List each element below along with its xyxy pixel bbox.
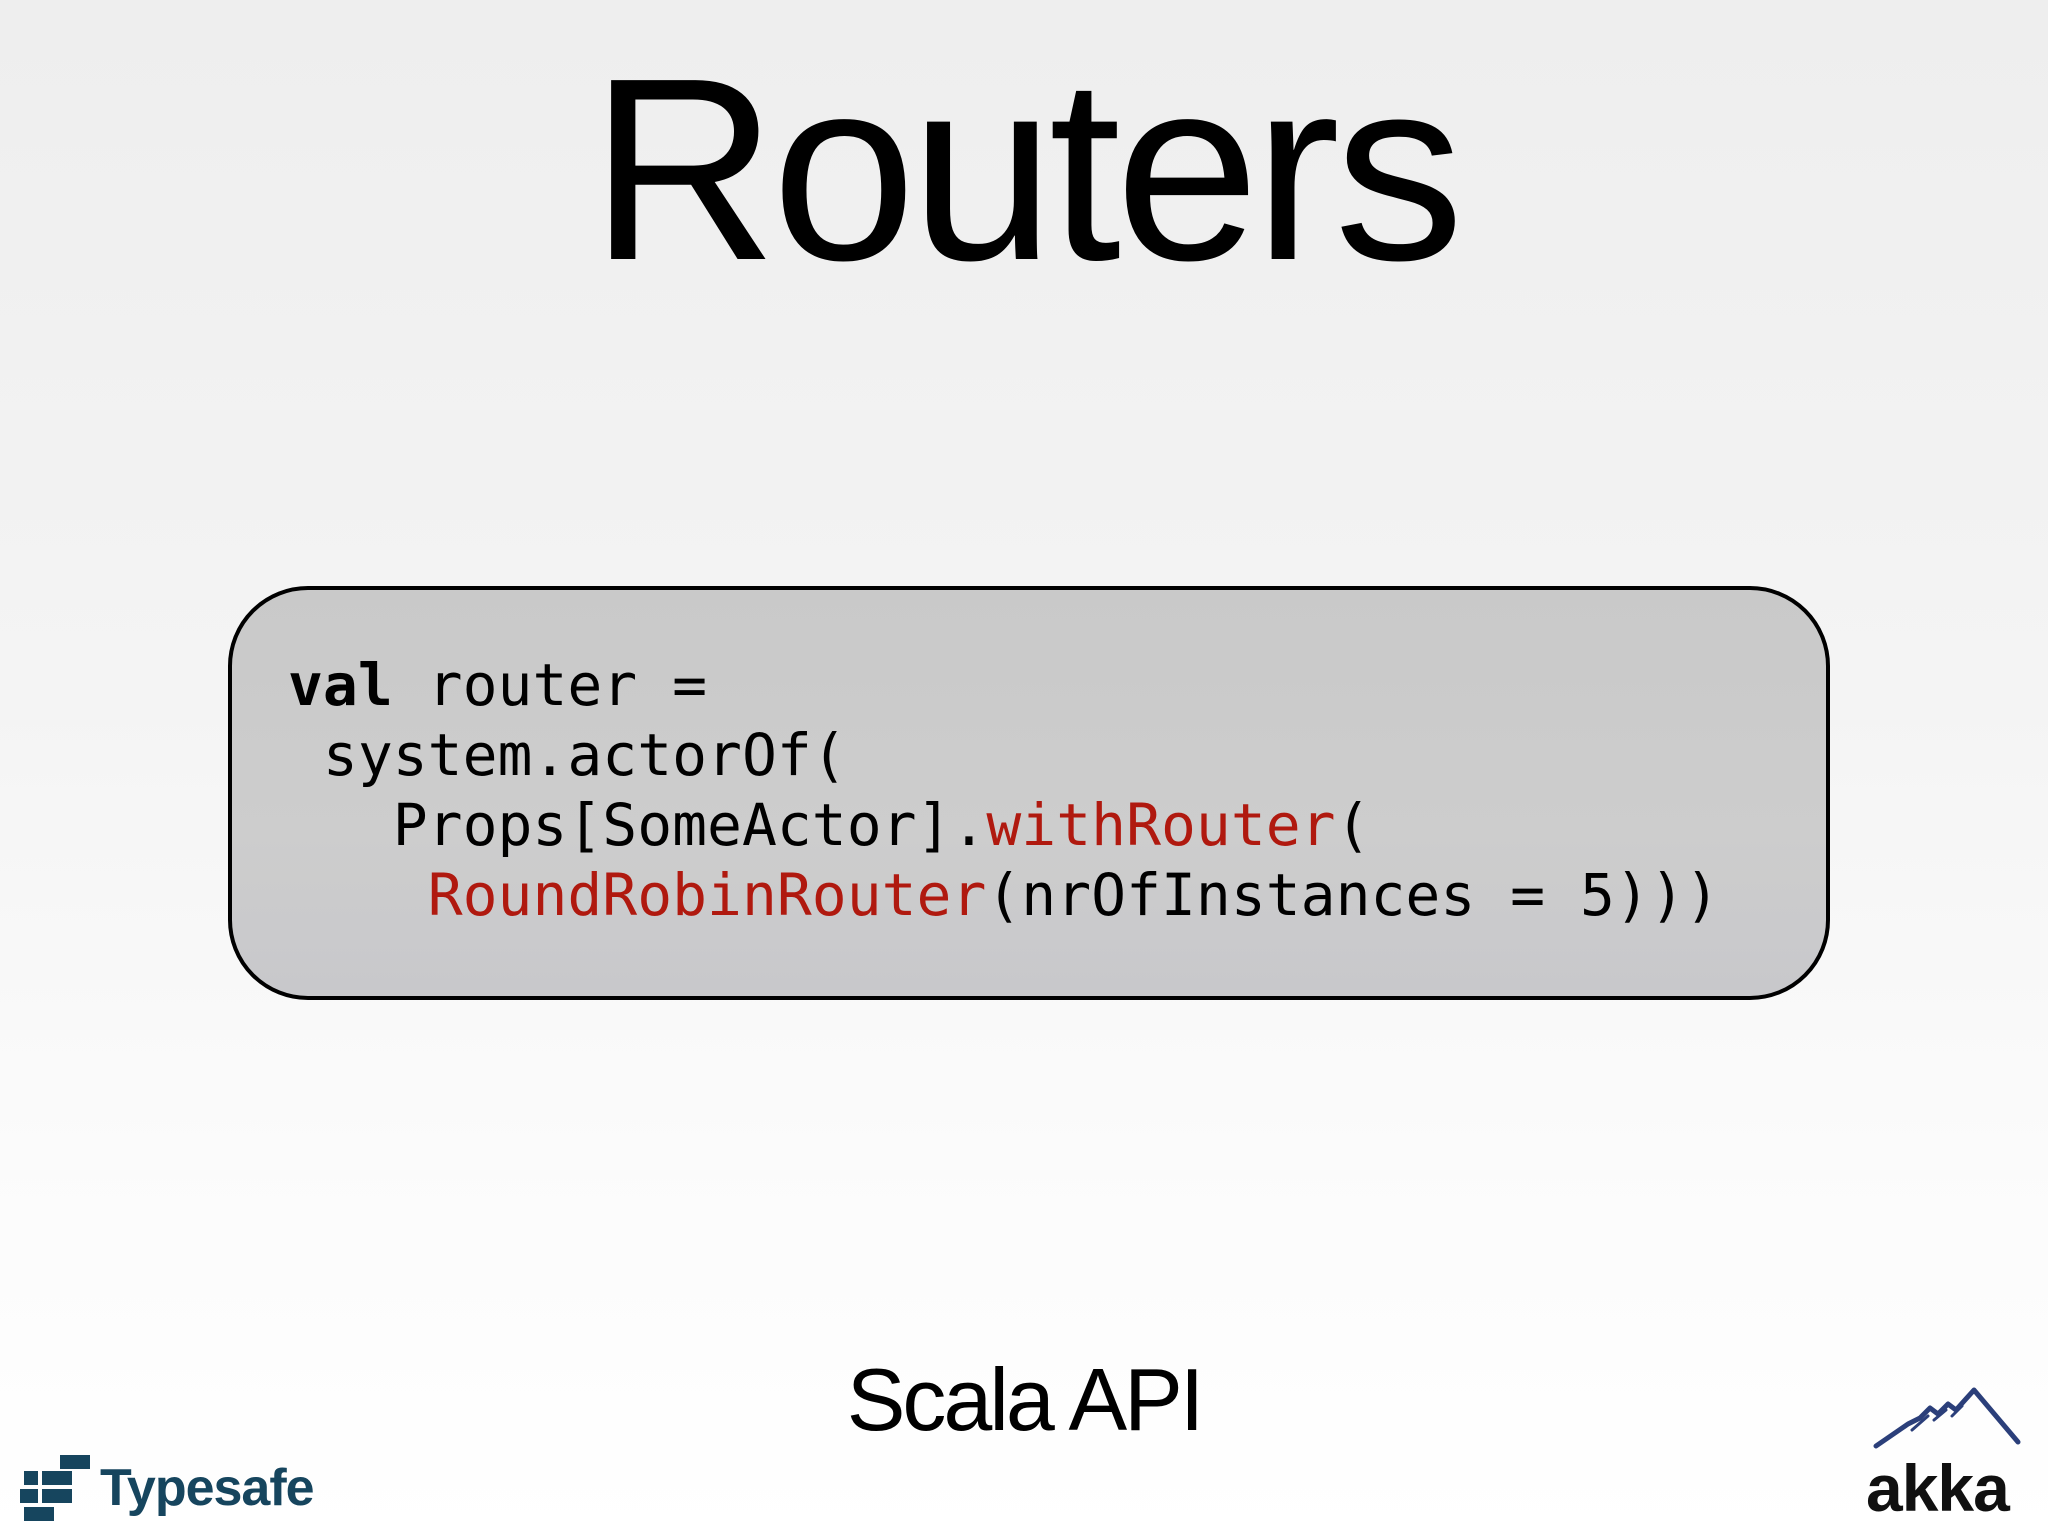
slide-subtitle: Scala API (846, 1350, 1205, 1449)
code-line-3-prefix: Props[SomeActor]. (288, 791, 987, 859)
code-block: val router = system.actorOf( Props[SomeA… (228, 586, 1830, 1000)
code-text: val router = system.actorOf( Props[SomeA… (288, 650, 1720, 930)
code-keyword-val: val (288, 651, 393, 719)
akka-wordmark: akka (1866, 1451, 2010, 1525)
akka-logo: akka (1866, 1386, 2026, 1526)
code-line-2: system.actorOf( (288, 721, 847, 789)
slide-title: Routers (589, 25, 1464, 315)
typesafe-logo-icon (20, 1455, 90, 1521)
typesafe-logo: Typesafe (20, 1448, 315, 1528)
code-line-1: router = (392, 651, 708, 719)
akka-mountain-icon (1873, 1387, 2021, 1449)
code-class-roundrobinrouter: RoundRobinRouter (427, 861, 987, 929)
code-line-4-suffix: (nrOfInstances = 5))) (986, 861, 1720, 929)
code-line-3-suffix: ( (1335, 791, 1371, 859)
code-method-withrouter: withRouter (986, 791, 1336, 859)
code-line-4-indent (288, 861, 428, 929)
typesafe-wordmark: Typesafe (100, 1459, 315, 1517)
